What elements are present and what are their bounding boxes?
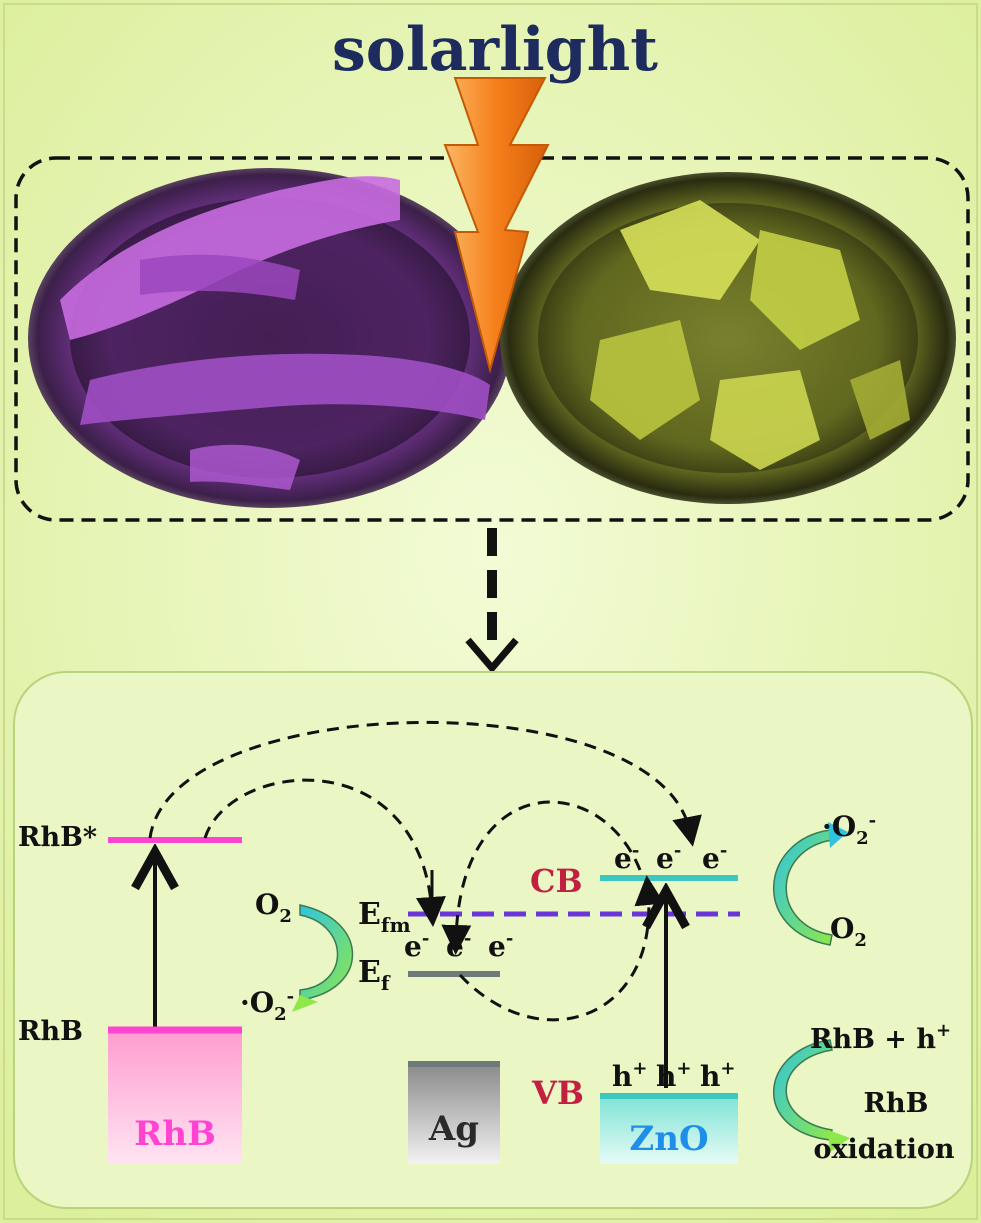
rhb-ground-label: RhB: [18, 1016, 83, 1047]
vb-label: VB: [531, 1074, 584, 1112]
outer-border: [3, 3, 978, 1220]
zno-box-label: ZnO: [629, 1119, 708, 1159]
down-arrow-head-icon: [465, 637, 519, 674]
rhb-plus-hole-label: RhB + h+: [810, 1020, 951, 1055]
ag-electron-3: e-: [488, 928, 513, 963]
ag-box-label: Ag: [428, 1109, 479, 1149]
rhb-excited-label: RhB*: [18, 822, 97, 853]
mechanism-panel: [13, 671, 973, 1209]
o2-right-label: O2: [830, 912, 867, 951]
cb-electron-2: e-: [656, 840, 681, 875]
vb-hole-3: h+: [700, 1058, 735, 1093]
path-rhb-to-cb: [148, 720, 702, 847]
rhb-column: RhB* RhB RhB: [18, 822, 242, 1164]
cb-label: CB: [530, 862, 583, 900]
lightning-bolt-icon: [443, 77, 550, 374]
superoxide-right-label: ·O2-: [822, 810, 876, 849]
path-ag-to-cb: [458, 875, 665, 1022]
sem-image-right: [500, 172, 956, 504]
ag-box: [408, 1064, 500, 1164]
rhb-oxidation-line2: oxidation: [813, 1134, 954, 1165]
rhb-oxidation-line1: RhB: [864, 1088, 929, 1119]
sem-image-container: [14, 156, 970, 522]
cb-o2-reduction-arrow-icon: [773, 829, 833, 946]
o2-left-label: O2: [255, 888, 292, 927]
rhb-box: [108, 1030, 242, 1164]
cb-electron-3: e-: [702, 840, 727, 875]
ag-electron-1: e-: [404, 928, 429, 963]
zno-column: CB e- e- e- VB h+ h+ h+ ZnO: [530, 840, 738, 1164]
electron-transfer-paths: [148, 720, 702, 1022]
title-solarlight: solarlight: [332, 15, 658, 85]
path-cb-to-ag: [441, 800, 642, 955]
cb-electron-1: e-: [614, 840, 639, 875]
efm-label: Efm: [358, 897, 411, 937]
vb-hole-2: h+: [656, 1058, 691, 1093]
vb-hole-1: h+: [612, 1058, 647, 1093]
rhb-box-label: RhB: [134, 1114, 216, 1154]
ef-label: Ef: [358, 955, 391, 995]
path-rhb-to-ag: [203, 778, 446, 927]
sem-image-left: [28, 168, 512, 508]
superoxide-left-label: ·O2-: [240, 986, 294, 1025]
zno-box: [600, 1096, 738, 1164]
